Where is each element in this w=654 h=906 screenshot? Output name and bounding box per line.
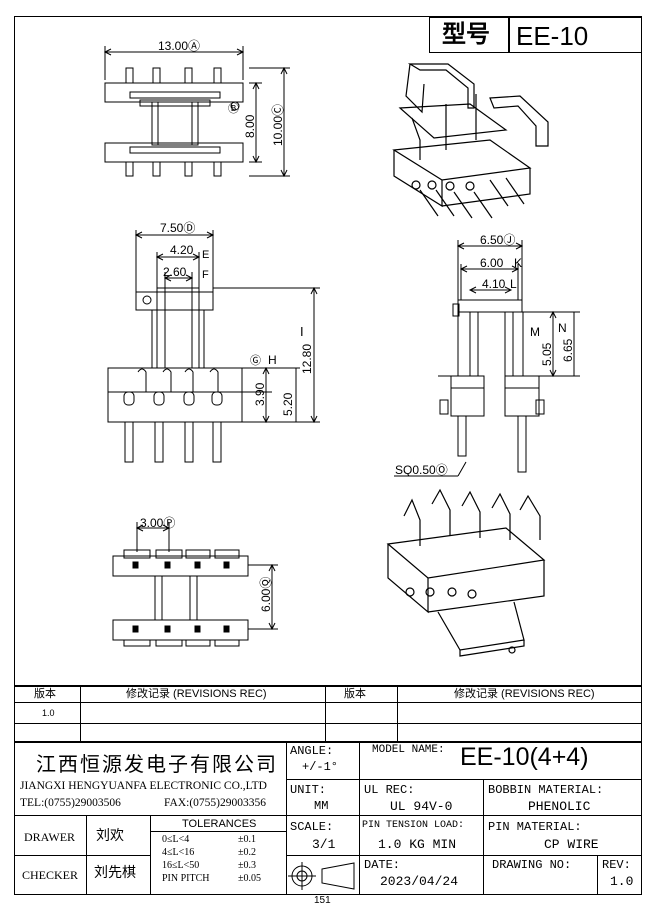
bobbin-material-label: BOBBIN MATERIAL: xyxy=(488,783,604,797)
dim-b-tag: Ⓑ xyxy=(228,102,239,115)
dim-m-tag: M xyxy=(530,325,540,339)
drawing-no-label: DRAWING NO: xyxy=(492,858,572,872)
dim-n-tag: N xyxy=(558,321,567,335)
unit-value: MM xyxy=(314,799,329,813)
drawer-name: 刘欢 xyxy=(96,829,124,844)
pin-material-value: CP WIRE xyxy=(544,837,599,852)
angle-value: +/-1° xyxy=(302,760,339,774)
company-name-cn: 江西恒源发电子有限公司 xyxy=(36,754,278,776)
ul-rec-label: UL REC: xyxy=(364,783,415,797)
ul-rec-value: UL 94V-0 xyxy=(390,799,453,814)
side-view xyxy=(394,240,580,477)
model-name-value: EE-10(4+4) xyxy=(460,743,589,771)
tol-value-4: ±0.05 xyxy=(238,873,261,884)
dim-j: 6.50Ⓙ xyxy=(480,233,515,247)
rev-col-record-2: 修改记录 (REVISIONS REC) xyxy=(454,688,595,700)
dim-a: 13.00Ⓐ xyxy=(158,39,200,53)
date-label: DATE: xyxy=(364,858,401,872)
rev-col-version-1: 版本 xyxy=(34,688,56,700)
tol-range-4: PIN PITCH xyxy=(162,873,210,884)
unit-label: UNIT: xyxy=(290,783,327,797)
dim-o: SQ0.50Ⓞ xyxy=(395,463,448,477)
dim-i-tag: I xyxy=(300,324,304,339)
dim-g-tag: Ⓖ xyxy=(250,354,261,367)
rev-row1-version: 1.0 xyxy=(42,708,55,718)
dim-e-tag: E xyxy=(202,249,209,261)
company-tel: TEL:(0755)29003506 xyxy=(20,797,121,809)
top-view xyxy=(103,46,290,178)
technical-drawing: 13.00Ⓐ Ⓑ 8.00 10.00Ⓒ xyxy=(103,39,580,657)
model-box-label: 型号 xyxy=(442,21,490,48)
tol-range-2: 4≤L<16 xyxy=(162,847,195,858)
rev-label: REV: xyxy=(602,858,631,872)
dim-g: 3.90 xyxy=(253,382,267,406)
rev-value: 1.0 xyxy=(610,874,634,889)
title-block: 版本 修改记录 (REVISIONS REC) 版本 修改记录 (REVISIO… xyxy=(14,685,642,895)
scale-label: SCALE: xyxy=(290,820,334,834)
dim-p: 3.00Ⓟ xyxy=(140,516,175,530)
page-number: 151 xyxy=(314,895,331,906)
bottom-view xyxy=(112,522,278,647)
tolerances-title: TOLERANCES xyxy=(182,818,257,830)
dim-k-tag: K xyxy=(514,256,522,270)
dim-d: 7.50Ⓓ xyxy=(160,221,195,235)
dim-f: 2.60 xyxy=(163,265,187,279)
dim-f-tag: F xyxy=(202,269,209,281)
pin-tension-label: PIN TENSION LOAD: xyxy=(362,820,465,831)
dim-k: 6.00 xyxy=(480,256,504,270)
rev-col-record-1: 修改记录 (REVISIONS REC) xyxy=(126,688,267,700)
pin-material-label: PIN MATERIAL: xyxy=(488,820,582,834)
tol-value-1: ±0.1 xyxy=(238,834,256,845)
scale-value: 3/1 xyxy=(312,837,336,852)
angle-label: ANGLE: xyxy=(290,744,334,758)
checker-label: CHECKER xyxy=(22,868,79,882)
company-name-en: JIANGXI HENGYUANFA ELECTRONIC CO.,LTD xyxy=(20,780,267,792)
checker-name: 刘先棋 xyxy=(94,866,136,881)
projection-symbol xyxy=(288,862,355,890)
tol-value-2: ±0.2 xyxy=(238,847,256,858)
tol-range-1: 0≤L<4 xyxy=(162,834,190,845)
tol-value-3: ±0.3 xyxy=(238,860,256,871)
dim-l: 4.10 xyxy=(482,277,506,291)
dim-q: 6.00Ⓠ xyxy=(259,577,273,612)
drawer-label: DRAWER xyxy=(24,830,76,844)
bobbin-material-value: PHENOLIC xyxy=(528,799,591,814)
isometric-view-bottom xyxy=(386,488,546,657)
dim-c: 10.00Ⓒ xyxy=(271,104,285,146)
dim-l-tag: L xyxy=(510,277,517,291)
dim-h-tag: H xyxy=(268,353,277,367)
date-value: 2023/04/24 xyxy=(380,874,459,889)
model-box: 型号 EE-10 xyxy=(429,17,642,53)
model-box-value: EE-10 xyxy=(516,21,589,51)
front-view xyxy=(107,230,320,463)
model-name-label: MODEL NAME: xyxy=(372,744,445,756)
dim-n: 6.65 xyxy=(561,338,575,362)
rev-col-version-2: 版本 xyxy=(344,688,366,700)
dim-i: 12.80 xyxy=(300,344,314,374)
pin-tension-value: 1.0 KG MIN xyxy=(378,837,457,852)
tol-range-3: 16≤L<50 xyxy=(162,860,200,871)
drawing-sheet xyxy=(14,16,642,895)
company-fax: FAX:(0755)29003356 xyxy=(164,797,267,809)
dim-h: 5.20 xyxy=(281,392,295,416)
dim-b: 8.00 xyxy=(243,114,257,138)
isometric-view-top xyxy=(392,63,549,219)
dim-m: 5.05 xyxy=(540,342,554,366)
dim-e: 4.20 xyxy=(170,243,194,257)
